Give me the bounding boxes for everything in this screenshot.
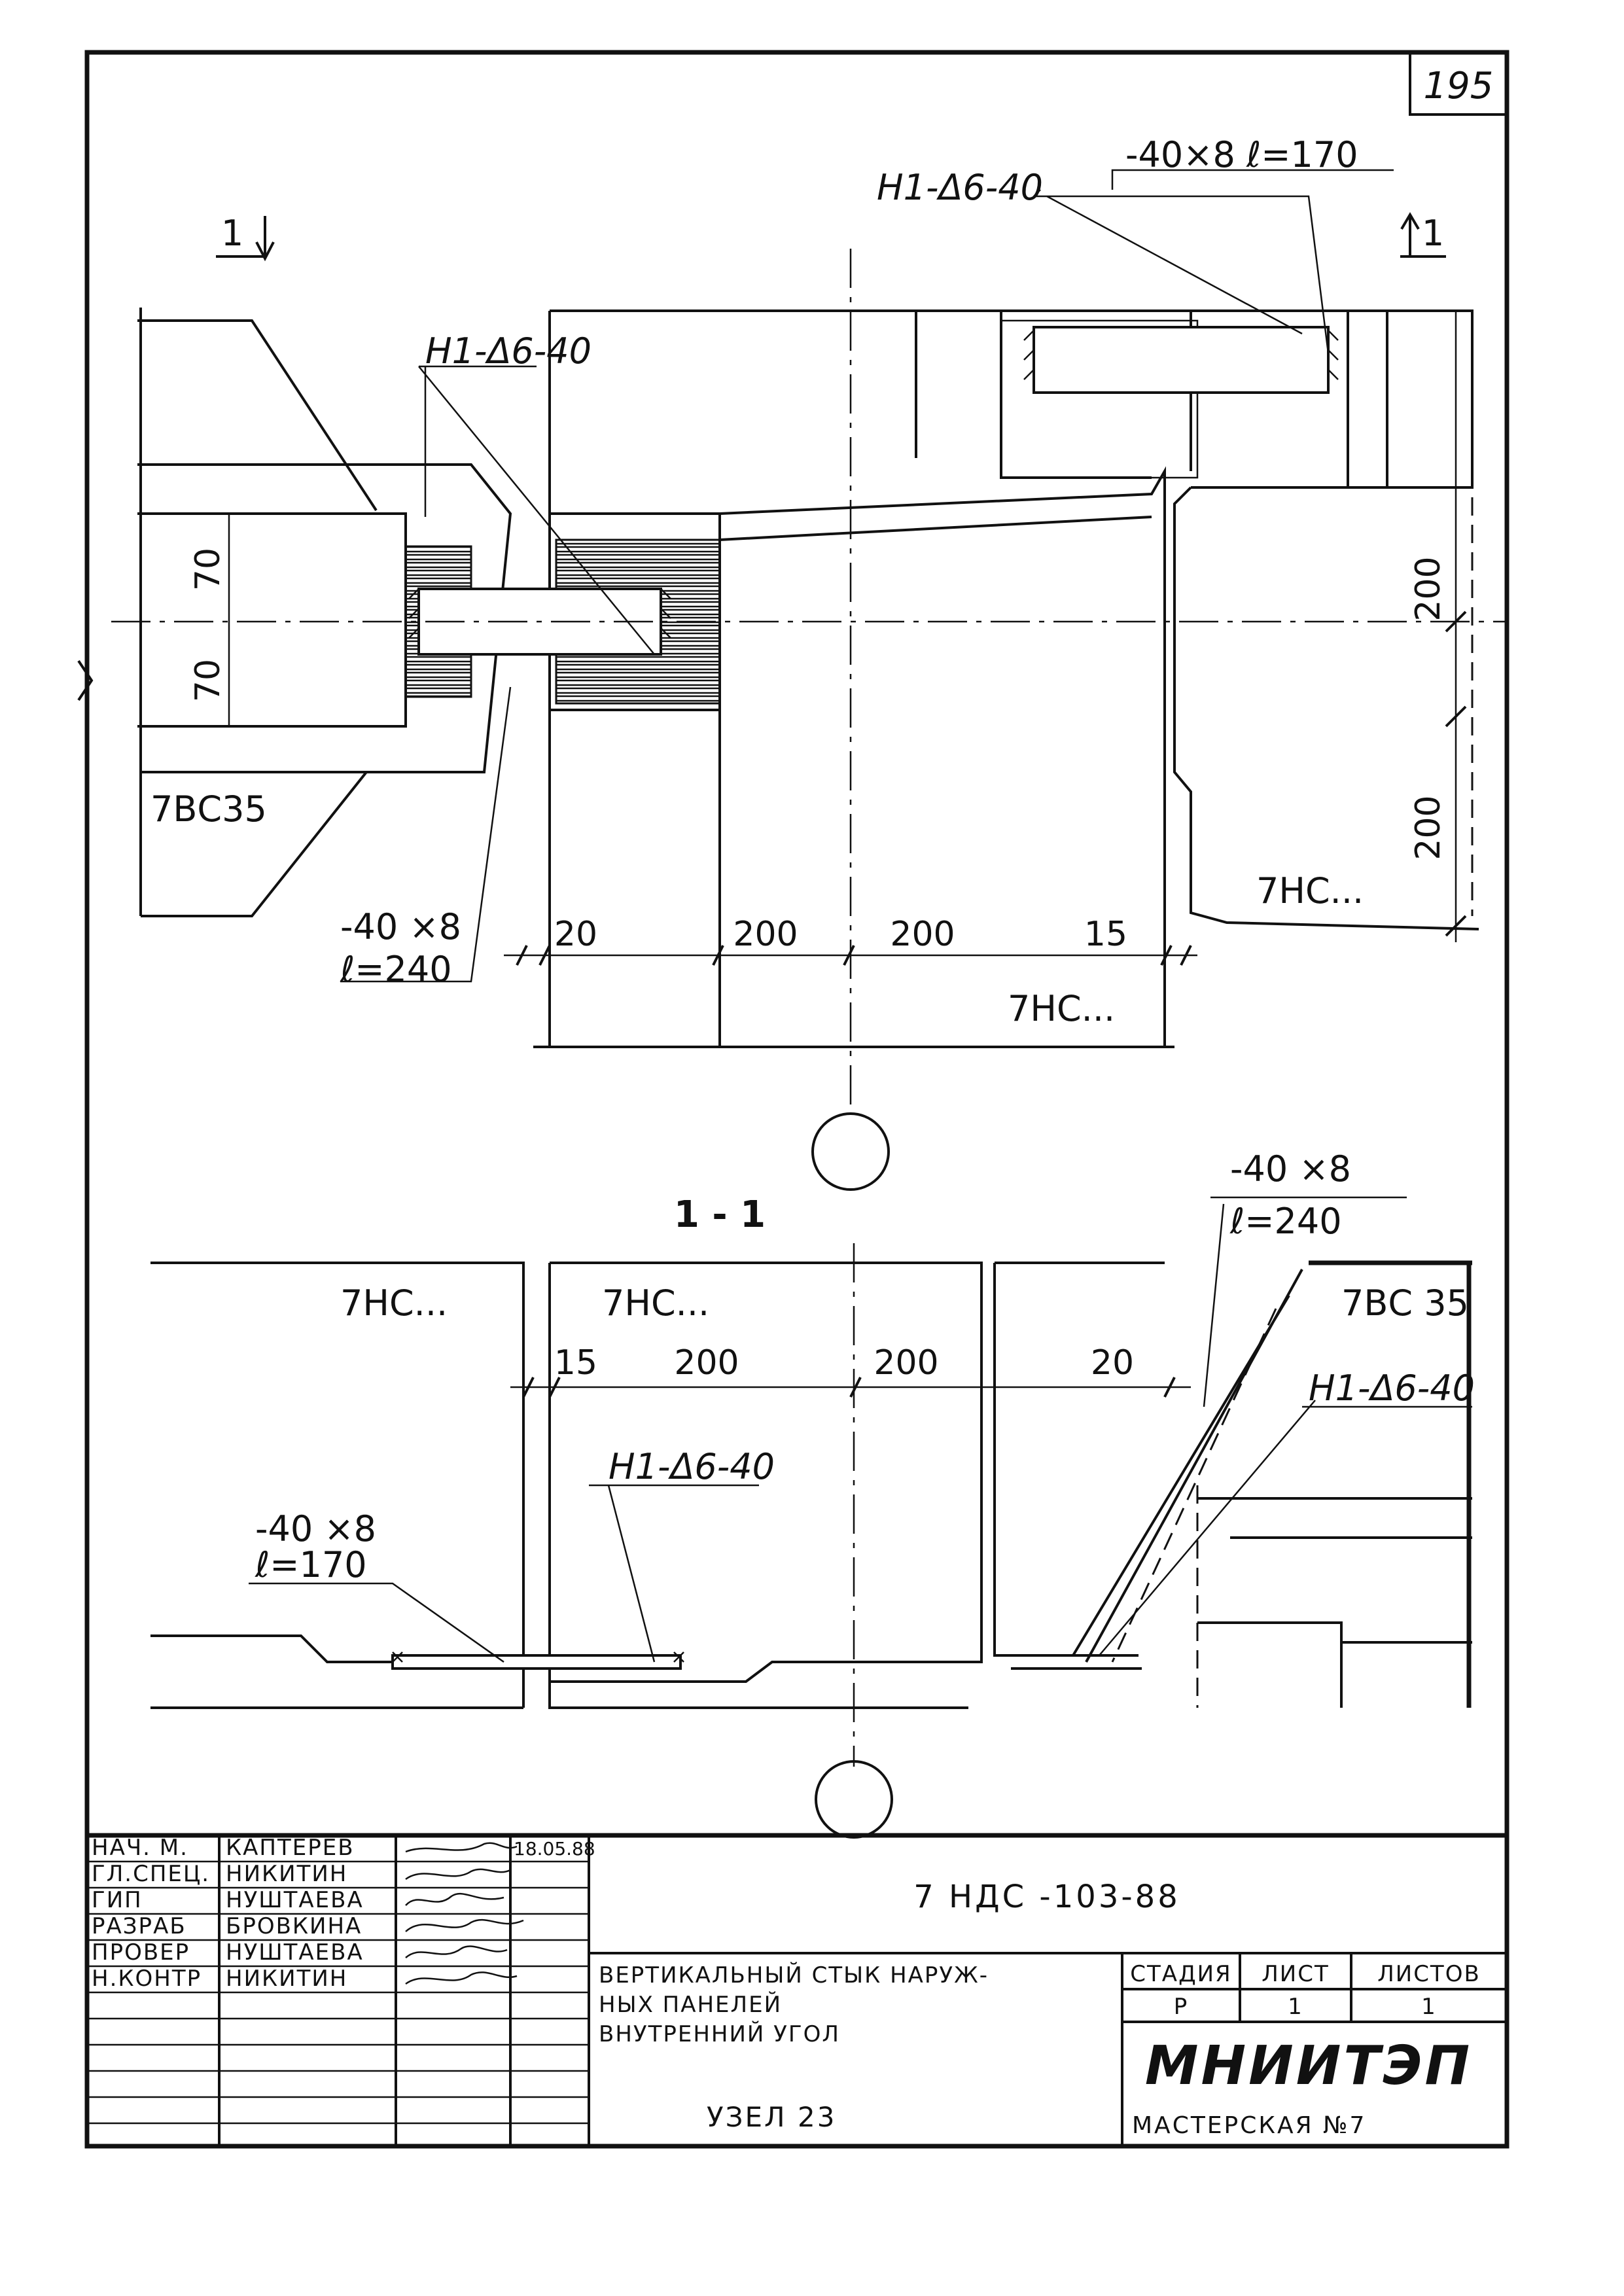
plan-dim-3: 200 (890, 915, 955, 954)
plan-dim-1: 20 (554, 915, 597, 954)
tb-role-3: ГИП (92, 1887, 143, 1913)
signatures (405, 1842, 524, 1985)
title-block: НАЧ. М. ГЛ.СПЕЦ. ГИП РАЗРАБ ПРОВЕР Н.КОН… (87, 1833, 1507, 2146)
tb-name-4: БРОВКИНА (226, 1913, 362, 1939)
plan-weld-top: H1-Δ6-40 (877, 167, 1043, 208)
tb-title-line-1: ВЕРТИКАЛЬНЫЙ СТЫК НАРУЖ- (599, 1962, 989, 1988)
section-panel-c: 7ВС 35 (1341, 1282, 1469, 1324)
section-plate-d: ℓ=240 (1229, 1201, 1342, 1242)
tb-stage: Р (1174, 1994, 1189, 2020)
sheet-frame (84, 50, 1509, 2149)
section-plate-flat (391, 1654, 682, 1670)
tb-stage-header: СТАДИЯ (1130, 1961, 1231, 1987)
tb-name-1: КАПТЕРЕВ (226, 1835, 355, 1861)
sheet-number-box (1409, 51, 1508, 116)
tb-title-line-3: ВНУТРЕННИЙ УГОЛ (599, 2021, 840, 2047)
tb-name-3: НУШТАЕВА (226, 1887, 364, 1913)
tb-name-2: НИКИТИН (226, 1861, 347, 1887)
plan-vdim-left-1: 70 (188, 548, 228, 591)
plan-vdim-right-2: 200 (1409, 795, 1448, 860)
section-view: 1 - 1 15 200 200 20 7НС... 7НС... 7ВС 35 (150, 1148, 1475, 1839)
axis-bubble-section (815, 1760, 893, 1839)
section-dim-3: 200 (874, 1343, 938, 1383)
section-mark-left: 1 (221, 213, 243, 254)
tb-role-4: РАЗРАБ (92, 1913, 186, 1939)
section-panel-b: 7НС... (602, 1282, 709, 1324)
tb-node: УЗЕЛ 23 (707, 2101, 836, 2133)
section-dim-4: 20 (1091, 1343, 1134, 1383)
plan-weld-left: H1-Δ6-40 (425, 330, 591, 372)
plan-vdim-left-2: 70 (188, 659, 228, 702)
plan-panel-bottom: 7НС... (1008, 988, 1115, 1029)
plan-dim-4: 15 (1084, 915, 1127, 954)
section-dim-1: 15 (554, 1343, 597, 1383)
section-plate-b: ℓ=170 (255, 1544, 367, 1585)
section-dim-2: 200 (674, 1343, 739, 1383)
tb-name-5: НУШТАЕВА (226, 1939, 364, 1966)
plan-plate-top-label: -40×8 ℓ=170 (1125, 134, 1358, 175)
tb-name-6: НИКИТИН (226, 1966, 347, 1992)
section-mark-right: 1 (1422, 213, 1444, 254)
section-plate-c: -40 ×8 (1230, 1148, 1351, 1190)
section-plate-a: -40 ×8 (255, 1508, 376, 1549)
tb-role-1: НАЧ. М. (92, 1835, 188, 1861)
tb-sheets-header: ЛИСТОВ (1377, 1961, 1481, 1987)
tb-workshop: МАСТЕРСКАЯ №7 (1132, 2112, 1366, 2139)
sheet-number: 195 (1424, 65, 1494, 107)
axis-bubble-plan (811, 1112, 890, 1191)
tb-role-6: Н.КОНТР (92, 1966, 202, 1992)
plan-plate-left-b: ℓ=240 (340, 949, 452, 990)
tb-sheet-header: ЛИСТ (1262, 1961, 1330, 1987)
tb-org: МНИИТЭП (1145, 2035, 1472, 2097)
tb-sheet: 1 (1288, 1994, 1303, 2020)
plan-plate-top (1033, 326, 1330, 394)
plan-plate-left-a: -40 ×8 (340, 906, 461, 947)
section-title: 1 - 1 (674, 1193, 766, 1236)
tb-role-5: ПРОВЕР (92, 1939, 190, 1966)
tb-date: 18.05.88 (514, 1838, 595, 1860)
tb-role-2: ГЛ.СПЕЦ. (92, 1861, 210, 1887)
tb-title-line-2: НЫХ ПАНЕЛЕЙ (599, 1991, 782, 2018)
plan-panel-right: 7НС... (1256, 870, 1364, 911)
tb-doc-code: 7 НДС -103-88 (913, 1879, 1180, 1915)
plan-panel-inner: 7ВС35 (150, 788, 267, 830)
plan-dim-2: 200 (733, 915, 798, 954)
upper-joint-cavity (1000, 319, 1199, 479)
section-weld-right: H1-Δ6-40 (1309, 1368, 1475, 1409)
plan-view: 1 1 (77, 134, 1505, 1191)
section-panel-a: 7НС... (340, 1282, 448, 1324)
plan-vdim-right-1: 200 (1409, 556, 1448, 621)
section-weld-mid: H1-Δ6-40 (609, 1446, 775, 1487)
tb-sheets: 1 (1421, 1994, 1437, 2020)
